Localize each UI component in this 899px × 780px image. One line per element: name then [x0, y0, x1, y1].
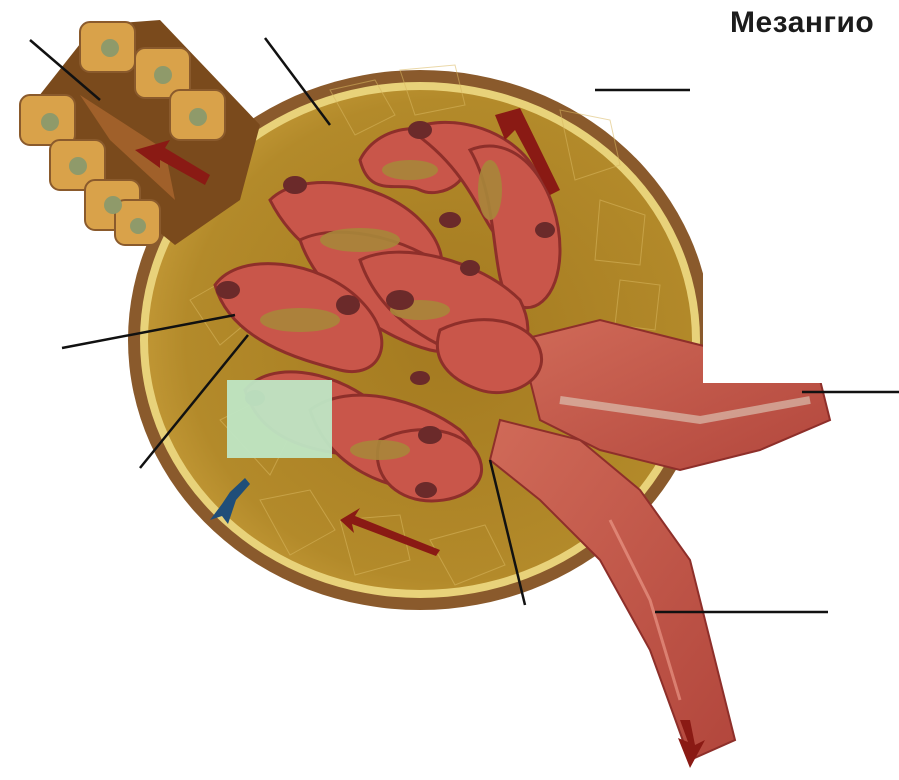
label-placeholder-box	[703, 60, 899, 383]
highlight-box	[227, 380, 332, 458]
diagram-title: Мезангио	[730, 6, 874, 40]
